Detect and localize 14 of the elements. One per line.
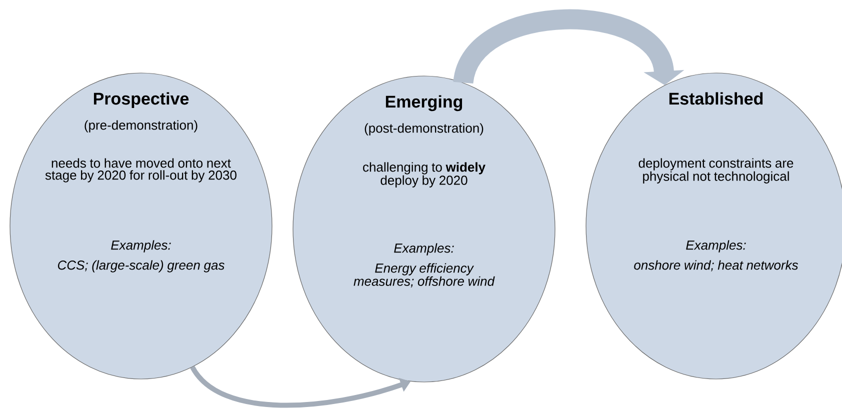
examples-label: Examples:	[111, 240, 171, 252]
examples-text: CCS; (large-scale) green gas	[58, 260, 224, 272]
examples-label: Examples:	[394, 243, 454, 256]
heading: Established	[669, 92, 763, 105]
description: challenging to widely deploy by 2020	[363, 162, 486, 188]
examples-label: Examples:	[686, 240, 746, 252]
description: deployment constraints are physical not technological	[638, 158, 794, 184]
subtitle: (post-demonstration)	[364, 123, 484, 136]
examples-text: Energy efficiency measures; offshore wind	[354, 263, 495, 288]
heading: Prospective	[94, 92, 189, 108]
description: needs to have moved onto next stage by 2020 for roll-out by 2030	[45, 158, 236, 182]
subtitle: (pre-demonstration)	[84, 120, 198, 132]
examples-text: onshore wind; heat networks	[634, 260, 798, 272]
heading: Emerging	[386, 95, 462, 112]
